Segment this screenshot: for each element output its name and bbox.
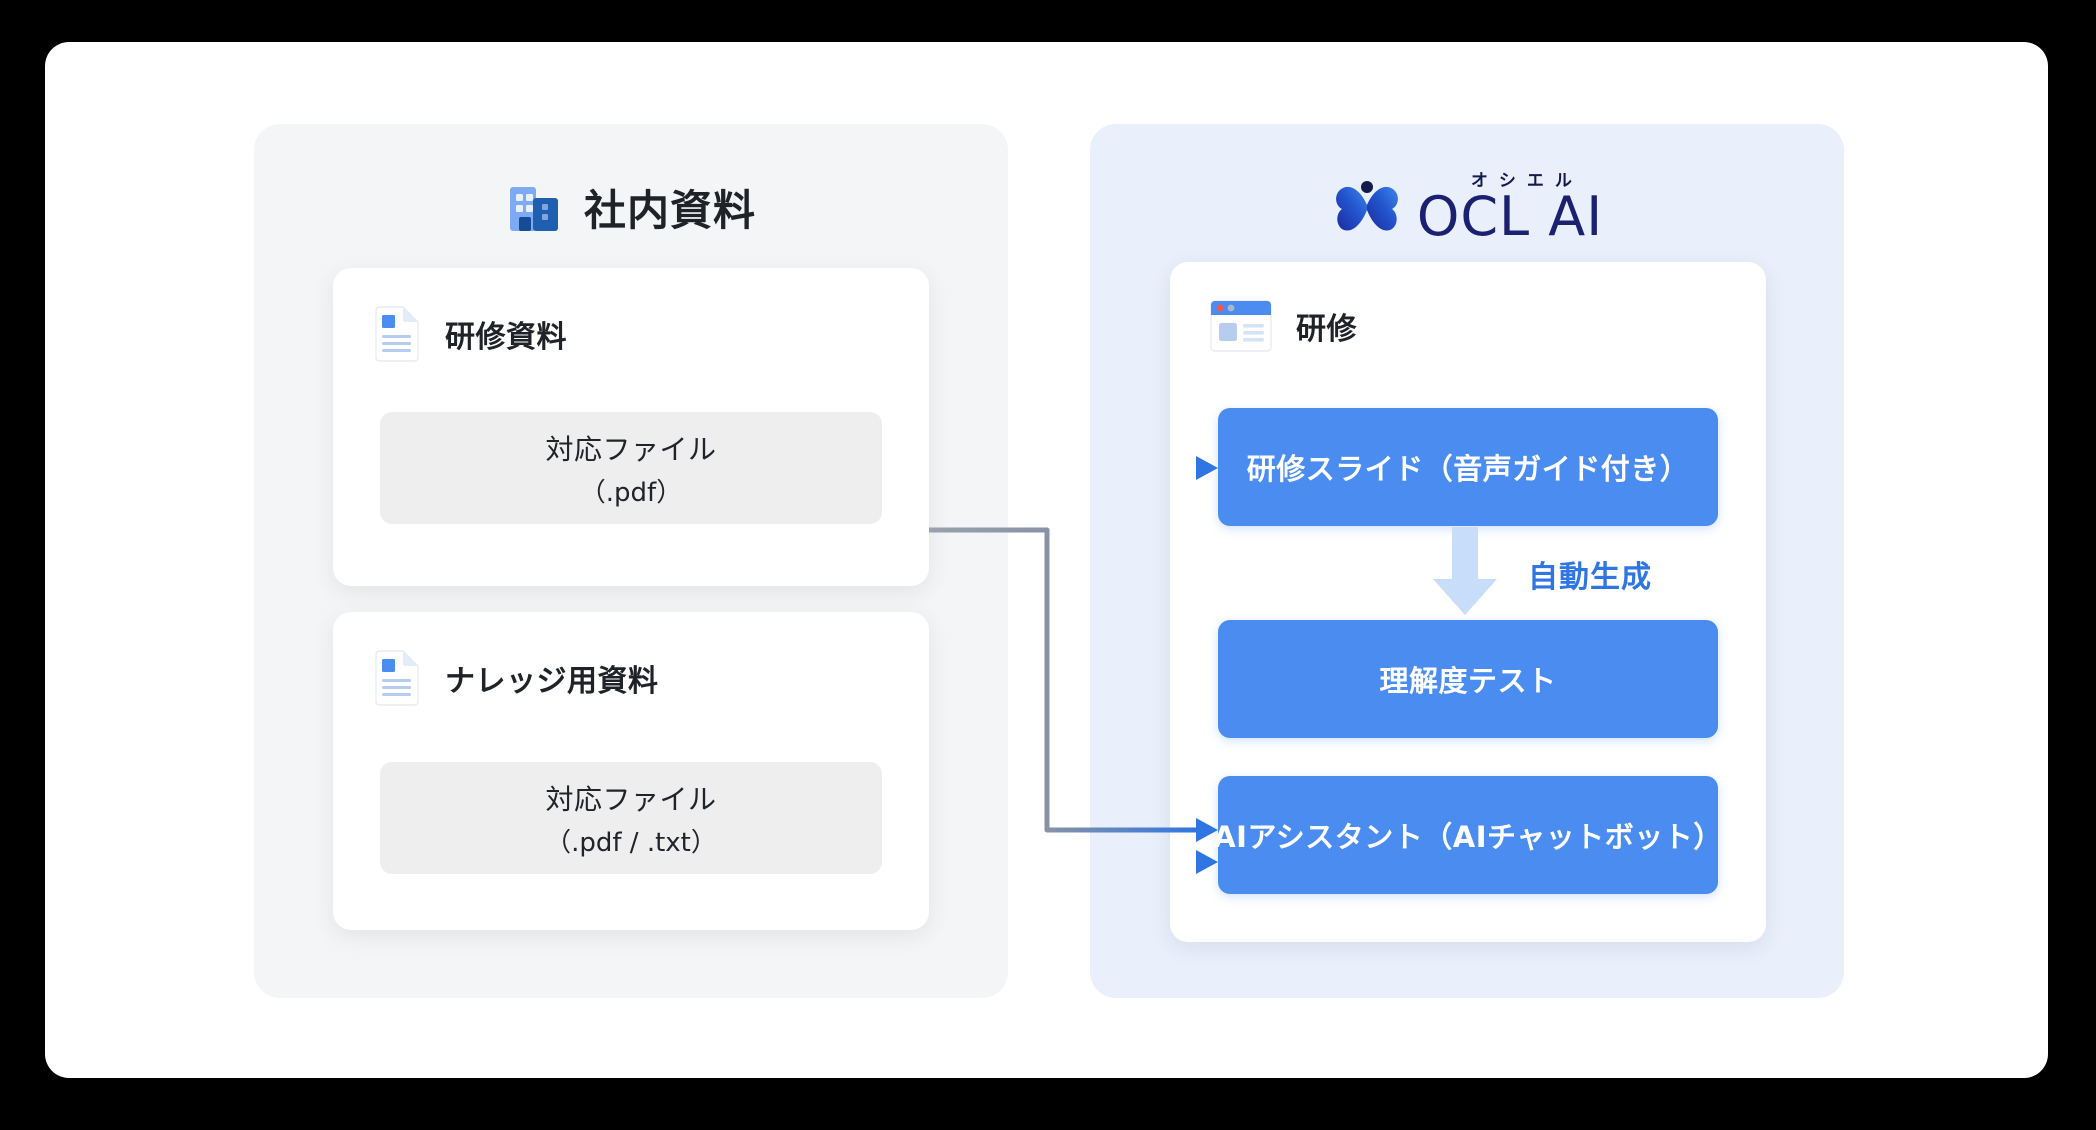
file-box-knowledge-extensions: （.pdf / .txt） — [545, 827, 717, 858]
logo-name: OCL AI — [1416, 185, 1604, 249]
left-panel-title: 社内資料 — [583, 185, 756, 235]
blue-box-comprehension-test-label: 理解度テスト — [1379, 664, 1557, 698]
card-knowledge-header: ナレッジ用資料 — [373, 650, 659, 706]
butterfly-icon — [1331, 174, 1403, 238]
file-box-knowledge-label: 対応ファイル — [545, 782, 717, 816]
blue-box-comprehension-test[interactable]: 理解度テスト — [1218, 620, 1718, 738]
blue-box-training-slide-label: 研修スライド（音声ガイド付き） — [1246, 452, 1690, 486]
file-box-training-extensions: （.pdf） — [579, 477, 683, 508]
file-box-training: 対応ファイル （.pdf） — [380, 412, 882, 524]
ocl-ai-logo: オシエル OCL AI — [1090, 150, 1844, 262]
file-box-knowledge: 対応ファイル （.pdf / .txt） — [380, 762, 882, 874]
card-training-header: 研修資料 — [373, 306, 567, 362]
ocl-ai-wordmark: オシエル OCL AI — [1417, 166, 1603, 245]
logo-kana: オシエル — [1470, 171, 1583, 192]
left-panel-header: 社内資料 — [254, 152, 1008, 262]
document-icon — [373, 650, 421, 706]
file-box-training-label: 対応ファイル — [545, 432, 717, 466]
card-training-title: 研修資料 — [445, 320, 567, 355]
blue-box-ai-assistant-label: AIアシスタント（AIチャットボット） — [1213, 820, 1723, 854]
card-knowledge-title: ナレッジ用資料 — [445, 664, 659, 699]
document-icon — [373, 306, 421, 362]
card-training-program-title: 研修 — [1296, 312, 1357, 347]
building-icon — [506, 179, 562, 235]
blue-box-training-slide[interactable]: 研修スライド（音声ガイド付き） — [1218, 408, 1718, 526]
card-training-program-header: 研修 — [1210, 300, 1357, 352]
auto-generate-label: 自動生成 — [1528, 560, 1652, 595]
window-slide-icon — [1210, 300, 1272, 352]
blue-box-ai-assistant[interactable]: AIアシスタント（AIチャットボット） — [1213, 776, 1722, 894]
